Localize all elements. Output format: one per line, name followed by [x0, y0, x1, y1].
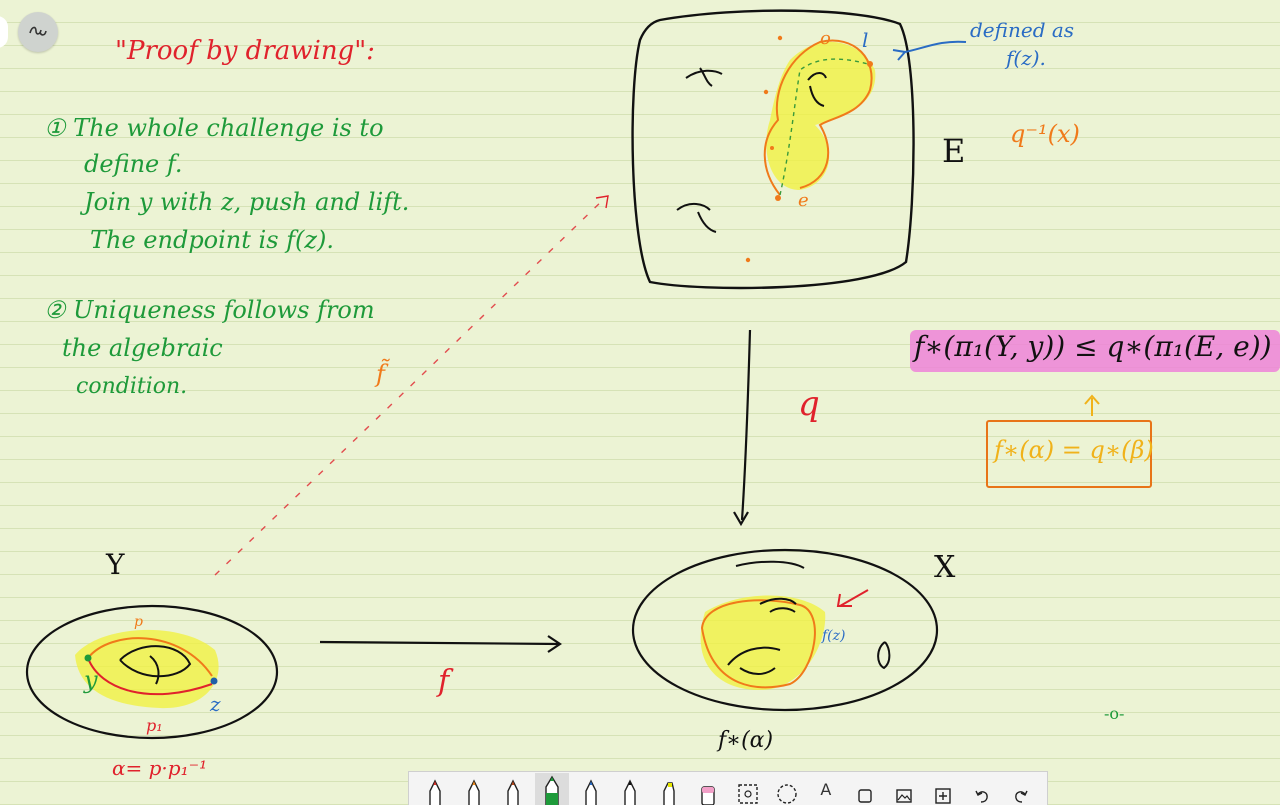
pen-green-icon [545, 775, 559, 805]
redo-button[interactable] [1004, 773, 1038, 805]
label-f-tilde: f̃ [376, 360, 385, 388]
subgroup-condition: f∗(π₁(Y, y)) ≤ q∗(π₁(E, e)) [914, 330, 1272, 363]
shape-select-tool[interactable] [770, 773, 804, 805]
label-y: y [84, 666, 98, 694]
E-handle-2 [676, 203, 717, 233]
X-hole-inner [727, 646, 781, 675]
add-space-icon [935, 788, 951, 804]
X-hole-upper [759, 597, 797, 613]
E-handle-1 [685, 67, 723, 87]
highlighter-tool[interactable] [652, 773, 686, 805]
Y-hole [119, 645, 192, 685]
pen-orange-icon [467, 779, 480, 805]
defined-as-line1: defined as [970, 18, 1075, 42]
X-right-mark [877, 641, 891, 670]
pen-blue-icon [585, 779, 597, 805]
label-Y: Y [106, 548, 125, 581]
undo-button[interactable] [965, 773, 999, 805]
text-tool[interactable]: A [809, 773, 843, 805]
lifted-path-dashed [779, 58, 869, 196]
lifted-path-orange [763, 39, 873, 196]
label-q-inverse: q⁻¹(x) [1010, 120, 1080, 148]
handwriting-toggle-button[interactable] [18, 12, 58, 52]
side-panel-handle[interactable] [0, 16, 8, 48]
highlighter-icon [663, 782, 676, 805]
boxed-equation: f∗(α) = q∗(β) [994, 436, 1154, 464]
label-p: p [134, 614, 143, 630]
space-X-outline [631, 548, 939, 712]
defined-as-line2: f(z). [1006, 46, 1046, 70]
label-f-alpha: f∗(α) [718, 728, 774, 753]
label-X: X [934, 550, 956, 585]
pen-orange-tool[interactable] [457, 773, 491, 805]
add-space-tool[interactable] [926, 773, 960, 805]
note-item2-line3: condition. [76, 374, 188, 399]
space-E-outline [631, 9, 915, 290]
note-item1-line4: The endpoint is f(z). [90, 226, 335, 254]
boxed-equation-frame [986, 420, 1152, 488]
label-map-q: q [798, 384, 820, 424]
alpha-definition: α= p·p₁⁻¹ [112, 756, 208, 780]
lift-f-tilde-dashed [214, 197, 606, 576]
label-z: z [210, 692, 221, 716]
shape-icon [858, 789, 872, 803]
label-p1: p₁ [146, 716, 163, 735]
pen-green-tool[interactable] [534, 773, 569, 805]
X-loop-orange [700, 599, 816, 689]
pen-black-icon [624, 779, 636, 805]
pen-blue-tool[interactable] [574, 773, 608, 805]
E-handle-3 [807, 72, 827, 107]
eraser-tool[interactable] [691, 773, 725, 805]
lasso-select-icon [737, 784, 758, 804]
map-f-arrow [319, 635, 562, 653]
redo-icon [1015, 790, 1029, 803]
shape-tool[interactable] [848, 773, 882, 805]
eraser-icon [701, 786, 716, 805]
Y-path-p1 [87, 657, 213, 696]
note-item1-line2: define f. [84, 150, 183, 178]
X-loop-highlight [700, 595, 826, 690]
note-item1-line1: ① The whole challenge is to [44, 114, 384, 142]
pen-black-tool[interactable] [613, 773, 647, 805]
note-item2-line1: ② Uniqueness follows from [44, 296, 375, 324]
label-l: l [862, 28, 869, 52]
pen-red-tool[interactable] [418, 773, 452, 805]
notes-heading: "Proof by drawing": [115, 36, 375, 66]
pen-red-icon [428, 779, 441, 805]
pen-brown-tool[interactable] [496, 773, 530, 805]
shape-select-icon [776, 784, 797, 804]
lifted-path-highlight [766, 41, 876, 191]
handwriting-icon [28, 23, 48, 42]
undo-icon [975, 790, 989, 803]
image-tool[interactable] [887, 773, 921, 805]
label-f-of-z: f(z) [822, 628, 846, 644]
space-Y-outline [25, 604, 279, 740]
drawing-toolbar: A [408, 771, 1048, 805]
label-o: o [820, 28, 831, 49]
Y-path-p [87, 637, 213, 677]
covering-map-arrow [733, 329, 752, 527]
label-map-f: f [438, 664, 450, 699]
X-top-arc [735, 560, 805, 569]
defined-as-pointer [892, 40, 967, 61]
X-red-arrow [836, 589, 869, 607]
implies-arrow [1084, 394, 1100, 416]
text-tool-icon: A [820, 780, 832, 799]
lasso-select-tool[interactable] [731, 773, 765, 805]
pen-brown-icon [507, 779, 519, 805]
note-item2-line2: the algebraic [62, 334, 223, 362]
note-item1-line3: Join y with z, push and lift. [84, 188, 410, 216]
label-E: E [942, 132, 966, 170]
dash-mark: -o- [1104, 704, 1125, 723]
formula-highlight [910, 330, 1280, 372]
label-e: e [798, 190, 809, 211]
image-icon [896, 789, 912, 803]
